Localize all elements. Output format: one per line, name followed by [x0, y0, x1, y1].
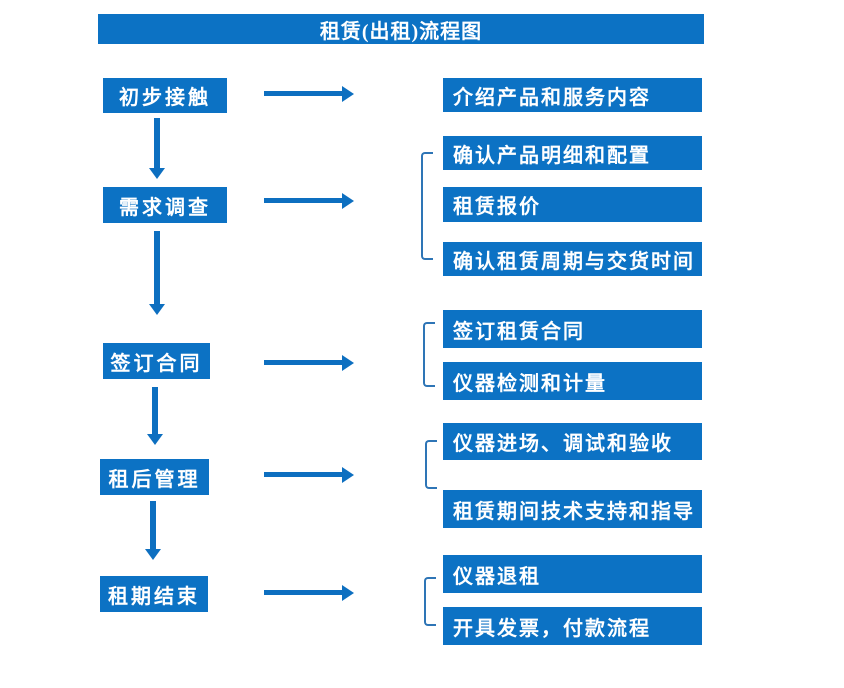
title-bar: 租赁(出租)流程图 [98, 14, 704, 44]
step-box-4: 租后管理 [100, 459, 209, 495]
right-arrow-2 [264, 192, 354, 209]
down-arrow-3 [147, 387, 163, 445]
bracket-step-4 [425, 440, 437, 489]
output-box-4-1: 仪器进场、调试和验收 [443, 423, 702, 460]
down-arrow-4 [145, 501, 161, 560]
output-box-2-2: 租赁报价 [443, 187, 702, 222]
bracket-step-5 [424, 577, 436, 626]
right-arrow-1 [264, 85, 354, 102]
output-box-2-1: 确认产品明细和配置 [443, 136, 702, 170]
step-box-2: 需求调查 [103, 187, 227, 223]
down-arrow-2 [149, 231, 165, 315]
right-arrow-4 [264, 466, 354, 483]
step-box-5: 租期结束 [100, 576, 208, 612]
down-arrow-1 [149, 118, 165, 179]
output-box-5-1: 仪器退租 [443, 555, 702, 593]
step-box-1: 初步接触 [103, 78, 227, 113]
output-box-2-3: 确认租赁周期与交货时间 [443, 242, 702, 276]
page-title: 租赁(出租)流程图 [319, 20, 483, 43]
output-box-1-1: 介绍产品和服务内容 [443, 78, 702, 112]
output-box-3-2: 仪器检测和计量 [443, 362, 702, 400]
bracket-step-3 [423, 322, 435, 387]
right-arrow-3 [264, 354, 354, 371]
bracket-step-2 [421, 152, 433, 260]
step-box-3: 签订合同 [103, 343, 210, 379]
output-box-4-2: 租赁期间技术支持和指导 [443, 490, 702, 528]
right-arrow-5 [264, 584, 354, 601]
output-box-3-1: 签订租赁合同 [443, 310, 702, 348]
output-box-5-2: 开具发票，付款流程 [443, 607, 702, 645]
